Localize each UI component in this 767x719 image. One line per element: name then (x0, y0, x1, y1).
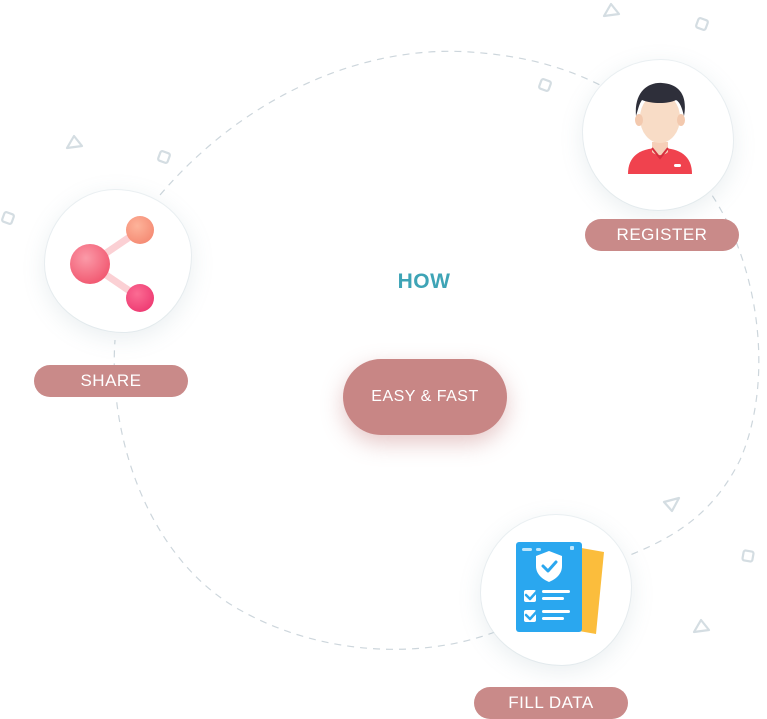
easy-fast-button[interactable]: EASY & FAST (343, 359, 507, 435)
checklist-document-icon (516, 542, 604, 634)
share-step-label[interactable]: SHARE (34, 365, 188, 397)
register-step-label[interactable]: REGISTER (585, 219, 739, 251)
triangle-shape (65, 134, 84, 150)
square-shape (741, 549, 755, 563)
triangle-shape (662, 496, 681, 513)
share-icon-circle (45, 190, 191, 332)
square-shape (1, 211, 15, 225)
square-shape (695, 17, 709, 31)
triangle-shape (692, 618, 711, 634)
user-avatar-icon (628, 82, 692, 174)
triangle-shape (602, 2, 621, 18)
share-icon (70, 216, 154, 312)
decorative-shapes (1, 2, 755, 634)
square-shape (157, 150, 171, 164)
square-shape (538, 78, 552, 92)
fill-data-step-label[interactable]: FILL DATA (474, 687, 628, 719)
how-heading: HOW (397, 270, 451, 293)
